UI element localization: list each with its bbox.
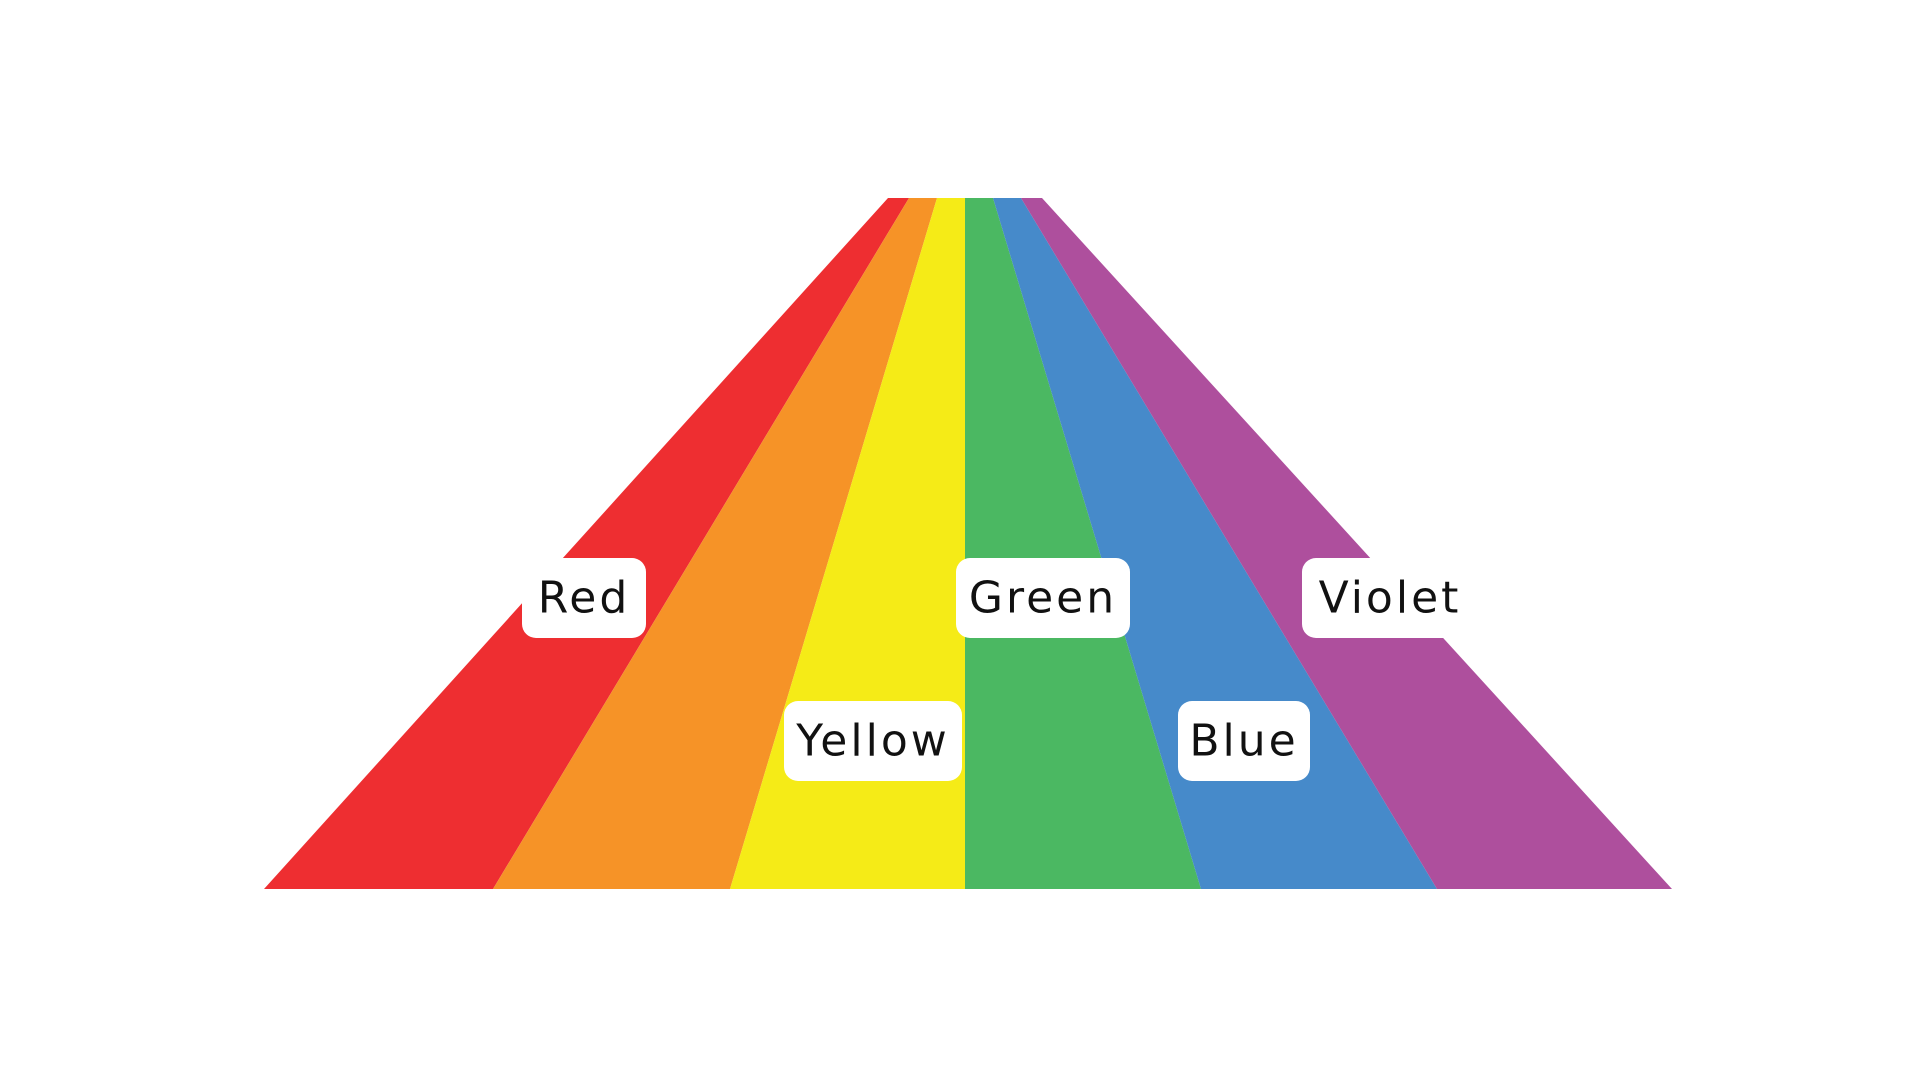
label-blue: Blue [1178, 701, 1310, 781]
band-green [965, 198, 1201, 889]
label-yellow-box [784, 701, 962, 781]
band-orange [493, 198, 937, 889]
label-blue-text: Blue [1189, 716, 1298, 767]
label-green: Green [956, 558, 1130, 638]
band-violet [1021, 198, 1672, 889]
band-blue [993, 198, 1437, 889]
label-yellow-text: Yellow [795, 716, 949, 767]
label-blue-box [1178, 701, 1310, 781]
label-red-text: Red [538, 573, 631, 624]
label-violet: Violet [1302, 558, 1478, 638]
label-red-box [522, 558, 646, 638]
label-green-box [956, 558, 1130, 638]
label-violet-text: Violet [1319, 573, 1462, 624]
label-red: Red [522, 558, 646, 638]
band-red [264, 198, 909, 889]
label-green-text: Green [969, 573, 1117, 624]
label-violet-box [1302, 558, 1478, 638]
label-yellow: Yellow [784, 701, 962, 781]
